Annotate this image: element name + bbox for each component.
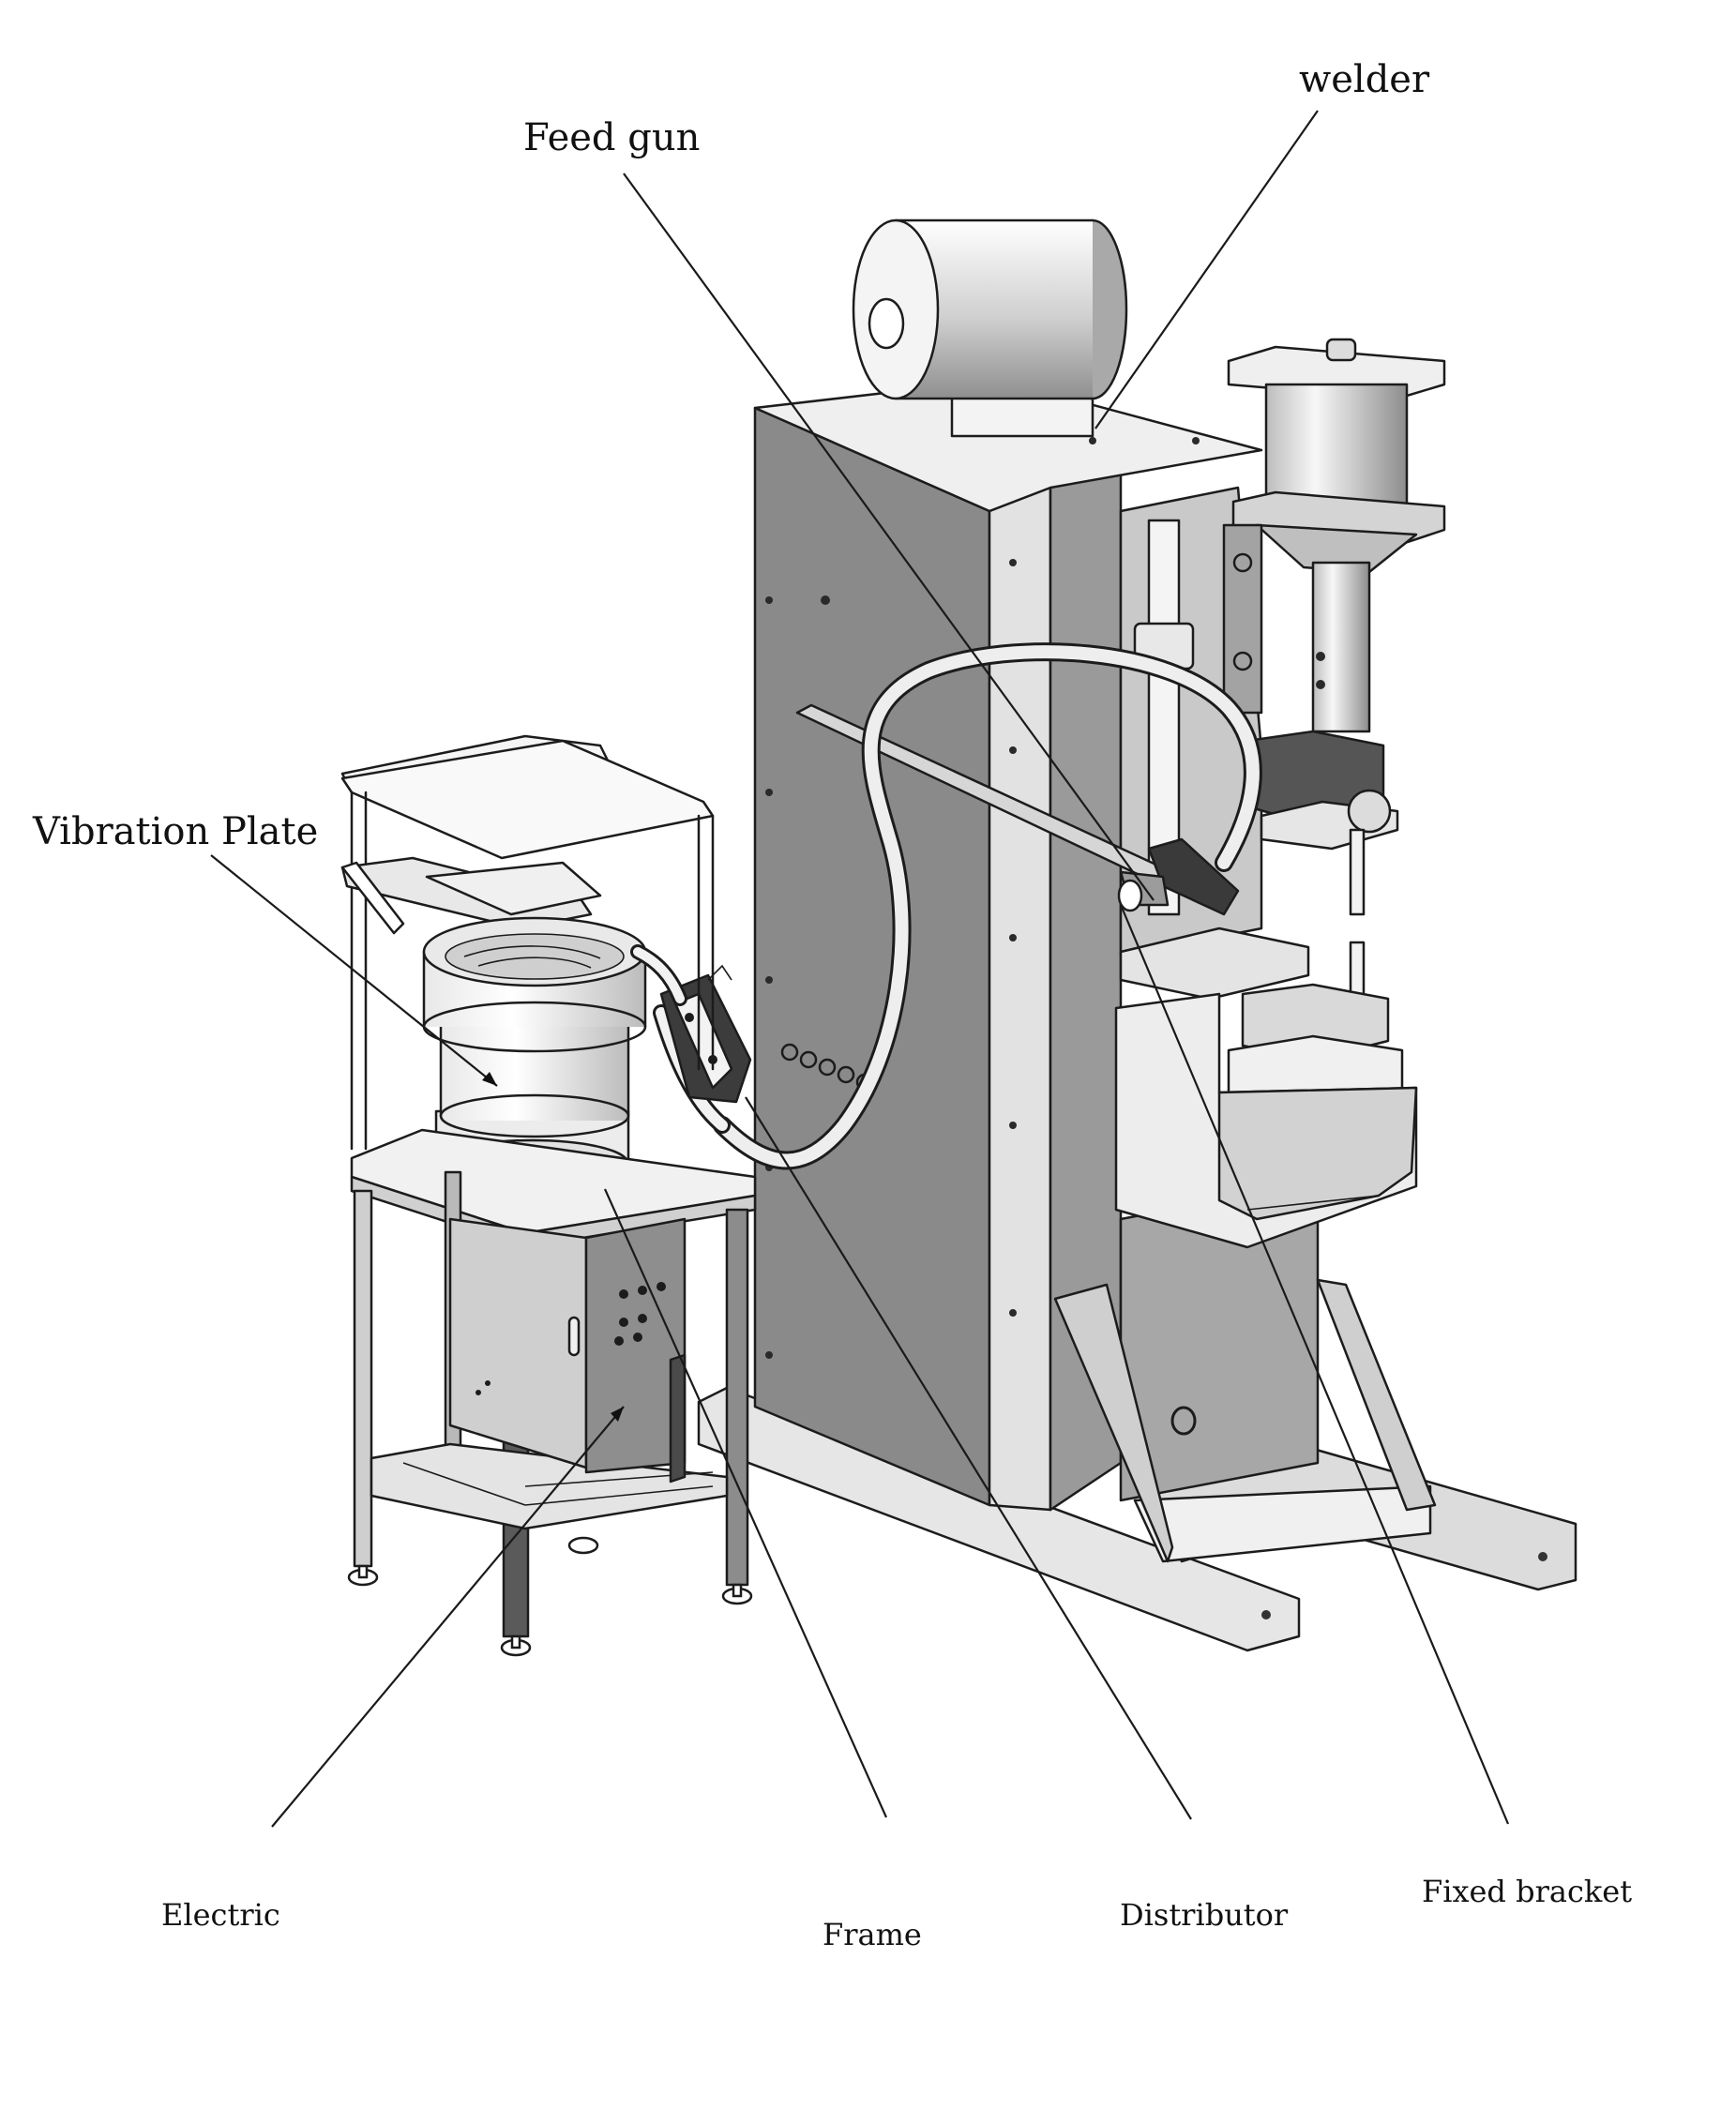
arrowhead-electric <box>611 1407 624 1422</box>
label-fixed-bracket: Fixed bracket <box>1422 1874 1632 1909</box>
weld-cylinder <box>1222 338 1446 1085</box>
bowl-inner <box>445 933 625 980</box>
tank-end-boss <box>868 297 905 350</box>
feed-gun-tip <box>1117 879 1143 912</box>
lower-platen <box>1119 926 1310 1001</box>
label-feed-gun: Feed gun <box>523 116 700 159</box>
panel-rivets <box>765 437 1200 1359</box>
label-electric: Electric <box>161 1897 280 1933</box>
arrowhead-vibration-plate <box>482 1072 497 1086</box>
cylinder-side-block <box>1222 523 1263 715</box>
leader-lines <box>210 110 1510 1828</box>
cabinet-handle <box>567 1316 581 1357</box>
leader-distributor <box>745 1096 1192 1820</box>
leader-fixed-bracket <box>1119 904 1510 1825</box>
welder-base-crossbar <box>1133 1484 1432 1563</box>
welder-body-front-strip <box>988 486 1052 1512</box>
stand-leg-left <box>353 1189 373 1568</box>
label-welder: welder <box>1299 58 1430 101</box>
leader-welder <box>1094 110 1319 429</box>
fixed-bracket-strut <box>1053 1283 1174 1563</box>
feed-gun <box>795 703 1240 916</box>
label-vibration-plate: Vibration Plate <box>32 810 318 853</box>
cabinet-panel-strip <box>669 1353 687 1484</box>
electric-cabinet <box>448 1217 687 1484</box>
upper-electrode-rod <box>1349 828 1366 916</box>
hopper-lid <box>340 739 715 860</box>
vibration-stand <box>340 734 757 1657</box>
adjust-knob <box>1347 789 1392 834</box>
column-bolt <box>1170 1406 1197 1436</box>
hopper-chute-tray <box>425 861 602 916</box>
fixed-bracket-strut-right <box>1316 1278 1437 1512</box>
stand-lower-shelf <box>370 1442 729 1530</box>
leader-feed-gun <box>623 173 1155 901</box>
cabinet-side <box>448 1217 588 1469</box>
leader-electric <box>271 1406 625 1828</box>
stand-leg-right <box>725 1208 749 1587</box>
air-tank <box>852 218 1128 438</box>
cylinder-ram <box>1311 561 1371 733</box>
leader-frame <box>603 1188 888 1818</box>
label-distributor: Distributor <box>1120 1897 1289 1933</box>
callout-labels: welder Feed gun Vibration Plate Electric… <box>32 58 1632 1952</box>
cylinder-barrel <box>1264 383 1409 513</box>
bowl-bottom-edge <box>439 1093 630 1138</box>
hopper-side-bar <box>340 861 405 935</box>
cabinet-vent-holes <box>476 1282 666 1395</box>
leader-vibration-plate <box>210 854 498 1087</box>
cylinder-top-knob <box>1325 338 1357 362</box>
base-bolt-hole <box>1538 1552 1547 1561</box>
base-bolt-hole <box>1261 1610 1271 1619</box>
welder-machine <box>697 218 1577 1652</box>
label-frame: Frame <box>823 1917 922 1952</box>
distributor <box>659 964 752 1104</box>
welder-body-side-panel <box>753 406 991 1507</box>
collection-tray-front <box>1217 1086 1418 1221</box>
stand-feet <box>347 1536 753 1657</box>
